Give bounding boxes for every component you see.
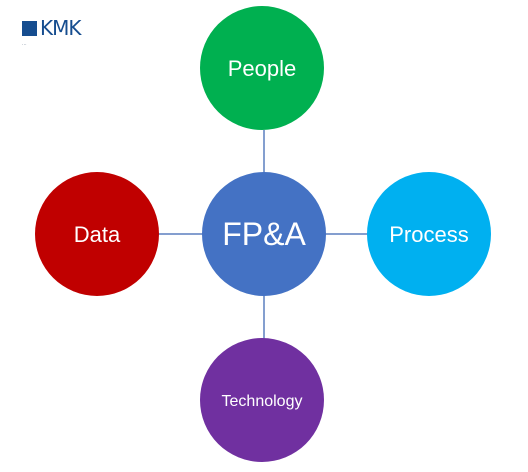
node-center: FP&A [202, 172, 326, 296]
node-process-circle [367, 172, 491, 296]
company-logo: KMK ... [22, 16, 102, 52]
node-technology-label: Technology [222, 393, 303, 410]
node-technology: Technology [200, 338, 324, 462]
node-people: People [200, 6, 324, 130]
node-data-label: Data [74, 222, 121, 247]
node-technology-circle [200, 338, 324, 462]
node-data: Data [35, 172, 159, 296]
node-data-circle [35, 172, 159, 296]
node-process: Process [367, 172, 491, 296]
node-people-circle [200, 6, 324, 130]
node-center-circle [202, 172, 326, 296]
node-center-label: FP&A [222, 216, 306, 252]
logo-wordmark: KMK [40, 16, 81, 40]
logo-square-mark [22, 21, 37, 36]
logo-tagline: ... [22, 41, 27, 47]
node-people-label: People [228, 56, 297, 81]
node-process-label: Process [389, 222, 468, 247]
